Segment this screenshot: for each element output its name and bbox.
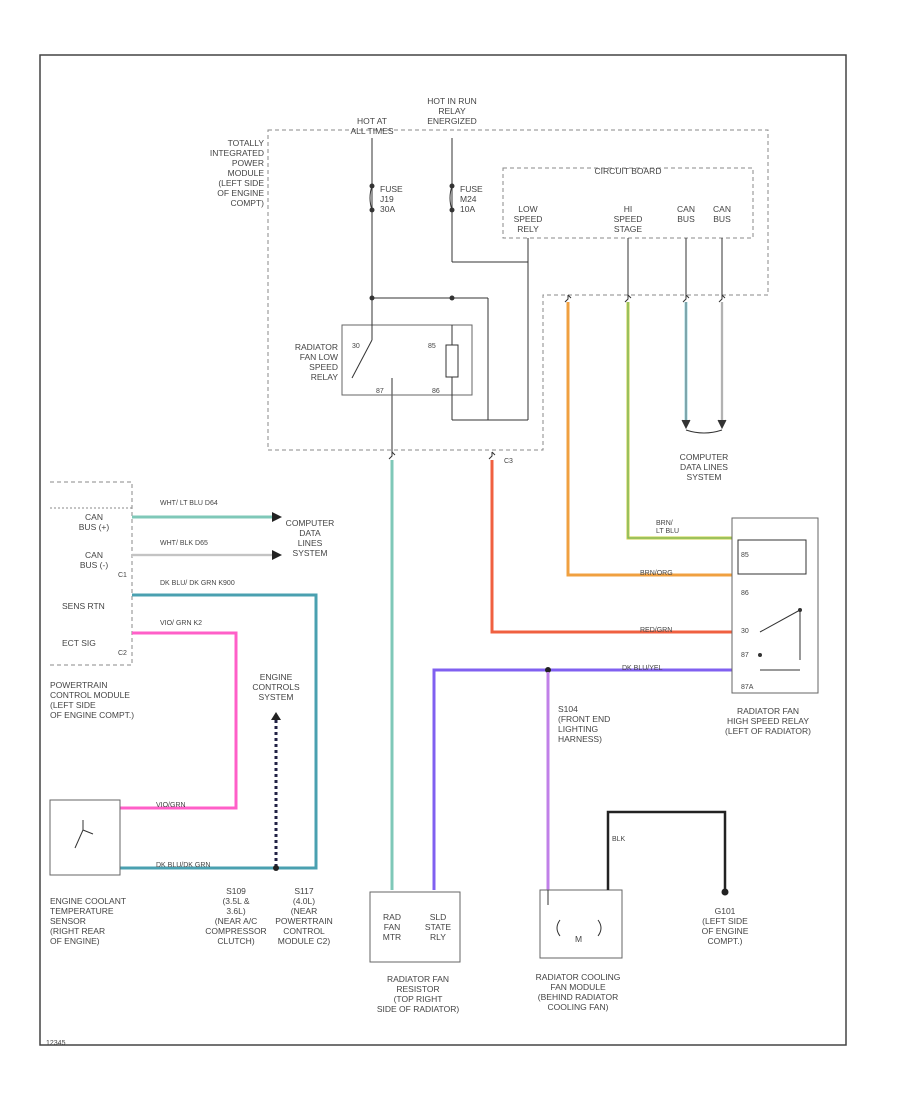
wire-brn-org bbox=[566, 302, 732, 577]
radiator-fan-high-speed-relay bbox=[731, 517, 819, 694]
wire-red-grn bbox=[490, 460, 732, 634]
footer-code: 12345 bbox=[46, 1040, 66, 1047]
tipm-box bbox=[267, 129, 769, 451]
wire-blk-ground bbox=[606, 810, 727, 890]
label-wire-vio-grn-bottom: VIO/GRN bbox=[156, 802, 186, 809]
label-wire-red-grn: RED/GRN bbox=[640, 627, 673, 634]
ect-sensor-box bbox=[49, 799, 121, 876]
label-ect-sig: ECT SIG bbox=[62, 638, 96, 648]
relay-pin-30: 30 bbox=[352, 343, 360, 350]
wire-yellow-green bbox=[626, 302, 732, 540]
label-wire-can-l: WHT/ BLK D65 bbox=[160, 540, 208, 547]
high-relay-pin-30: 30 bbox=[741, 628, 749, 635]
label-fan-m: M bbox=[575, 934, 583, 944]
label-wire-can-h: WHT/ LT BLU D64 bbox=[160, 500, 218, 507]
wire-dk-blu-yel bbox=[432, 668, 732, 890]
relay-pin-85: 85 bbox=[428, 343, 436, 350]
label-wire-blk: BLK bbox=[612, 836, 626, 843]
label-wire-dk-blu-dk-grn-bottom: DK BLU/DK GRN bbox=[156, 862, 211, 869]
high-relay-pin-86: 86 bbox=[741, 590, 749, 597]
relay-pin-87: 87 bbox=[376, 388, 384, 395]
label-c1: C1 bbox=[118, 572, 127, 579]
wire-ect-sig bbox=[120, 631, 238, 810]
relay-pin-86: 86 bbox=[432, 388, 440, 395]
diagram-frame bbox=[39, 54, 847, 1046]
high-relay-pin-87: 87 bbox=[741, 652, 749, 659]
high-relay-pin-87a: 87A bbox=[741, 684, 754, 691]
high-relay-pin-85: 85 bbox=[741, 552, 749, 559]
radiator-fan-low-speed-relay bbox=[341, 324, 473, 396]
label-c2: C2 bbox=[118, 650, 127, 657]
label-wire-ect: VIO/ GRN K2 bbox=[160, 620, 203, 627]
label-sens-rtn: SENS RTN bbox=[62, 601, 105, 611]
tipm-connector-pins bbox=[388, 294, 726, 460]
label-wire-sens-rtn: DK BLU/ DK GRN K900 bbox=[160, 580, 235, 587]
label-circuit-board: CIRCUIT BOARD bbox=[594, 166, 662, 176]
fuse-j19-symbol bbox=[369, 183, 375, 213]
radiator-fan-resistor-box bbox=[369, 891, 461, 963]
label-c3: C3 bbox=[504, 458, 513, 465]
radiator-cooling-fan-box bbox=[539, 889, 623, 959]
label-wire-dk-blu-yel: DK BLU/YEL bbox=[622, 665, 663, 672]
wire-sens-rtn bbox=[120, 593, 318, 870]
fuse-m24-symbol bbox=[449, 183, 455, 213]
label-wire-brn-lt-blu: BRN/LT BLU bbox=[656, 520, 680, 535]
label-wire-brn-org: BRN/ORG bbox=[640, 570, 673, 577]
